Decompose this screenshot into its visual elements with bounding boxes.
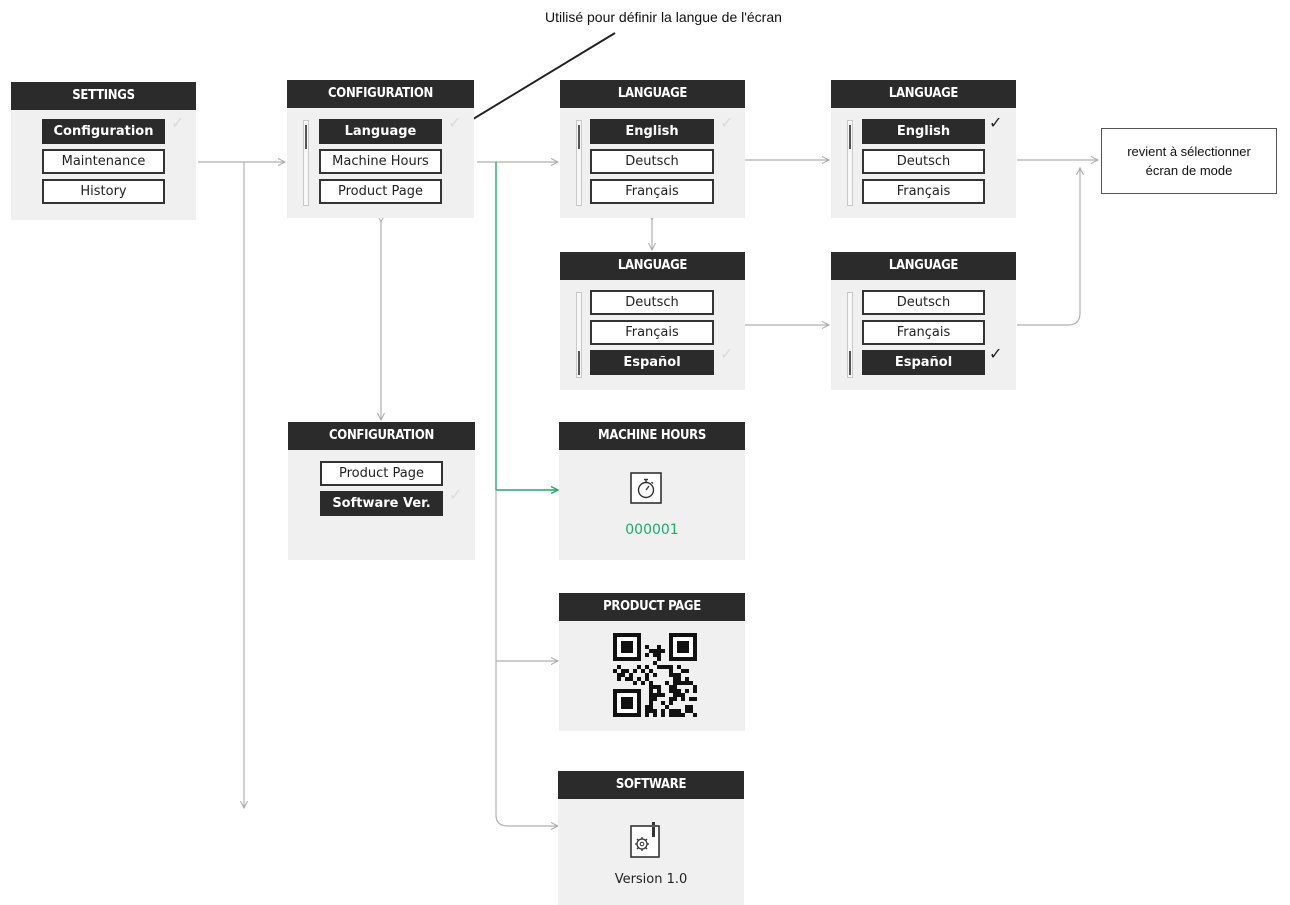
language-option-francais[interactable]: Français	[590, 179, 714, 204]
configuration-screen-2: CONFIGURATION Product Page Software Ver.…	[288, 422, 475, 560]
screen-title: LANGUAGE	[560, 252, 745, 280]
screen-title: CONFIGURATION	[287, 80, 474, 108]
settings-screen: SETTINGS Configuration ✓ Maintenance His…	[11, 82, 196, 220]
mode-note-line-1: revient à sélectionner	[1127, 144, 1251, 159]
language-option-deutsch[interactable]: Deutsch	[862, 149, 985, 174]
screen-title: SETTINGS	[11, 82, 196, 110]
mode-note-box: revient à sélectionner écran de mode	[1101, 128, 1277, 194]
scrollbar[interactable]	[303, 120, 309, 206]
scrollbar[interactable]	[576, 292, 582, 378]
qr-code-icon	[613, 633, 697, 717]
scrollbar[interactable]	[847, 120, 853, 206]
scrollbar-thumb[interactable]	[849, 125, 851, 149]
machine-hours-screen: MACHINE HOURS 000001	[559, 422, 745, 560]
check-icon: ✓	[720, 115, 734, 132]
menu-item-history[interactable]: History	[42, 179, 165, 204]
language-screen-2: LANGUAGE English ✓ Deutsch Français	[831, 80, 1016, 218]
annotation-pointer	[454, 32, 616, 131]
screen-title: CONFIGURATION	[288, 422, 475, 450]
language-option-francais[interactable]: Français	[862, 320, 985, 345]
check-icon: ✓	[449, 487, 463, 504]
check-icon: ✓	[989, 115, 1003, 132]
menu-item-maintenance[interactable]: Maintenance	[42, 149, 165, 174]
check-icon: ✓	[989, 346, 1003, 363]
configuration-screen-1: CONFIGURATION Language ✓ Machine Hours P…	[287, 80, 474, 218]
mode-note-line-2: écran de mode	[1145, 163, 1233, 178]
menu-item-configuration[interactable]: Configuration	[42, 119, 165, 144]
menu-item-software-version[interactable]: Software Ver.	[320, 491, 443, 516]
language-option-english[interactable]: English	[862, 119, 985, 144]
language-option-deutsch[interactable]: Deutsch	[590, 290, 714, 315]
language-option-deutsch[interactable]: Deutsch	[862, 290, 985, 315]
language-screen-4: LANGUAGE Deutsch Français Español ✓	[831, 252, 1016, 390]
language-option-francais[interactable]: Français	[590, 320, 714, 345]
annotation-label: Utilisé pour définir la langue de l'écra…	[545, 9, 782, 25]
check-icon: ✓	[171, 115, 185, 132]
software-version: Version 1.0	[614, 872, 688, 887]
language-option-espanol[interactable]: Español	[862, 350, 985, 375]
scrollbar-thumb[interactable]	[849, 351, 851, 375]
language-option-francais[interactable]: Français	[862, 179, 985, 204]
connector-language-4-note	[1017, 168, 1080, 326]
scrollbar[interactable]	[576, 120, 582, 206]
screen-title: LANGUAGE	[831, 80, 1016, 108]
menu-item-machine-hours[interactable]: Machine Hours	[319, 149, 442, 174]
screen-title: SOFTWARE	[558, 771, 744, 799]
screen-title: LANGUAGE	[831, 252, 1016, 280]
screen-title: MACHINE HOURS	[559, 422, 745, 450]
product-page-screen: PRODUCT PAGE	[559, 593, 745, 731]
scrollbar-thumb[interactable]	[578, 351, 580, 375]
language-screen-3: LANGUAGE Deutsch Français Español ✓	[560, 252, 745, 390]
gear-info-icon	[630, 822, 660, 858]
check-icon: ✓	[720, 346, 734, 363]
stopwatch-icon	[630, 472, 662, 504]
language-screen-1: LANGUAGE English ✓ Deutsch Français	[560, 80, 745, 218]
menu-item-product-page[interactable]: Product Page	[319, 179, 442, 204]
language-option-deutsch[interactable]: Deutsch	[590, 149, 714, 174]
language-option-espanol[interactable]: Español	[590, 350, 714, 375]
scrollbar[interactable]	[847, 292, 853, 378]
screen-title: PRODUCT PAGE	[559, 593, 745, 621]
software-screen: SOFTWARE Version 1.0	[558, 771, 744, 905]
connector-grey-branch	[495, 490, 558, 826]
scrollbar-thumb[interactable]	[305, 125, 307, 149]
scrollbar-thumb[interactable]	[578, 125, 580, 149]
menu-item-language[interactable]: Language	[319, 119, 442, 144]
screen-title: LANGUAGE	[560, 80, 745, 108]
language-option-english[interactable]: English	[590, 119, 714, 144]
machine-hours-value: 000001	[625, 522, 679, 538]
menu-item-product-page[interactable]: Product Page	[320, 461, 443, 486]
check-icon: ✓	[448, 115, 462, 132]
